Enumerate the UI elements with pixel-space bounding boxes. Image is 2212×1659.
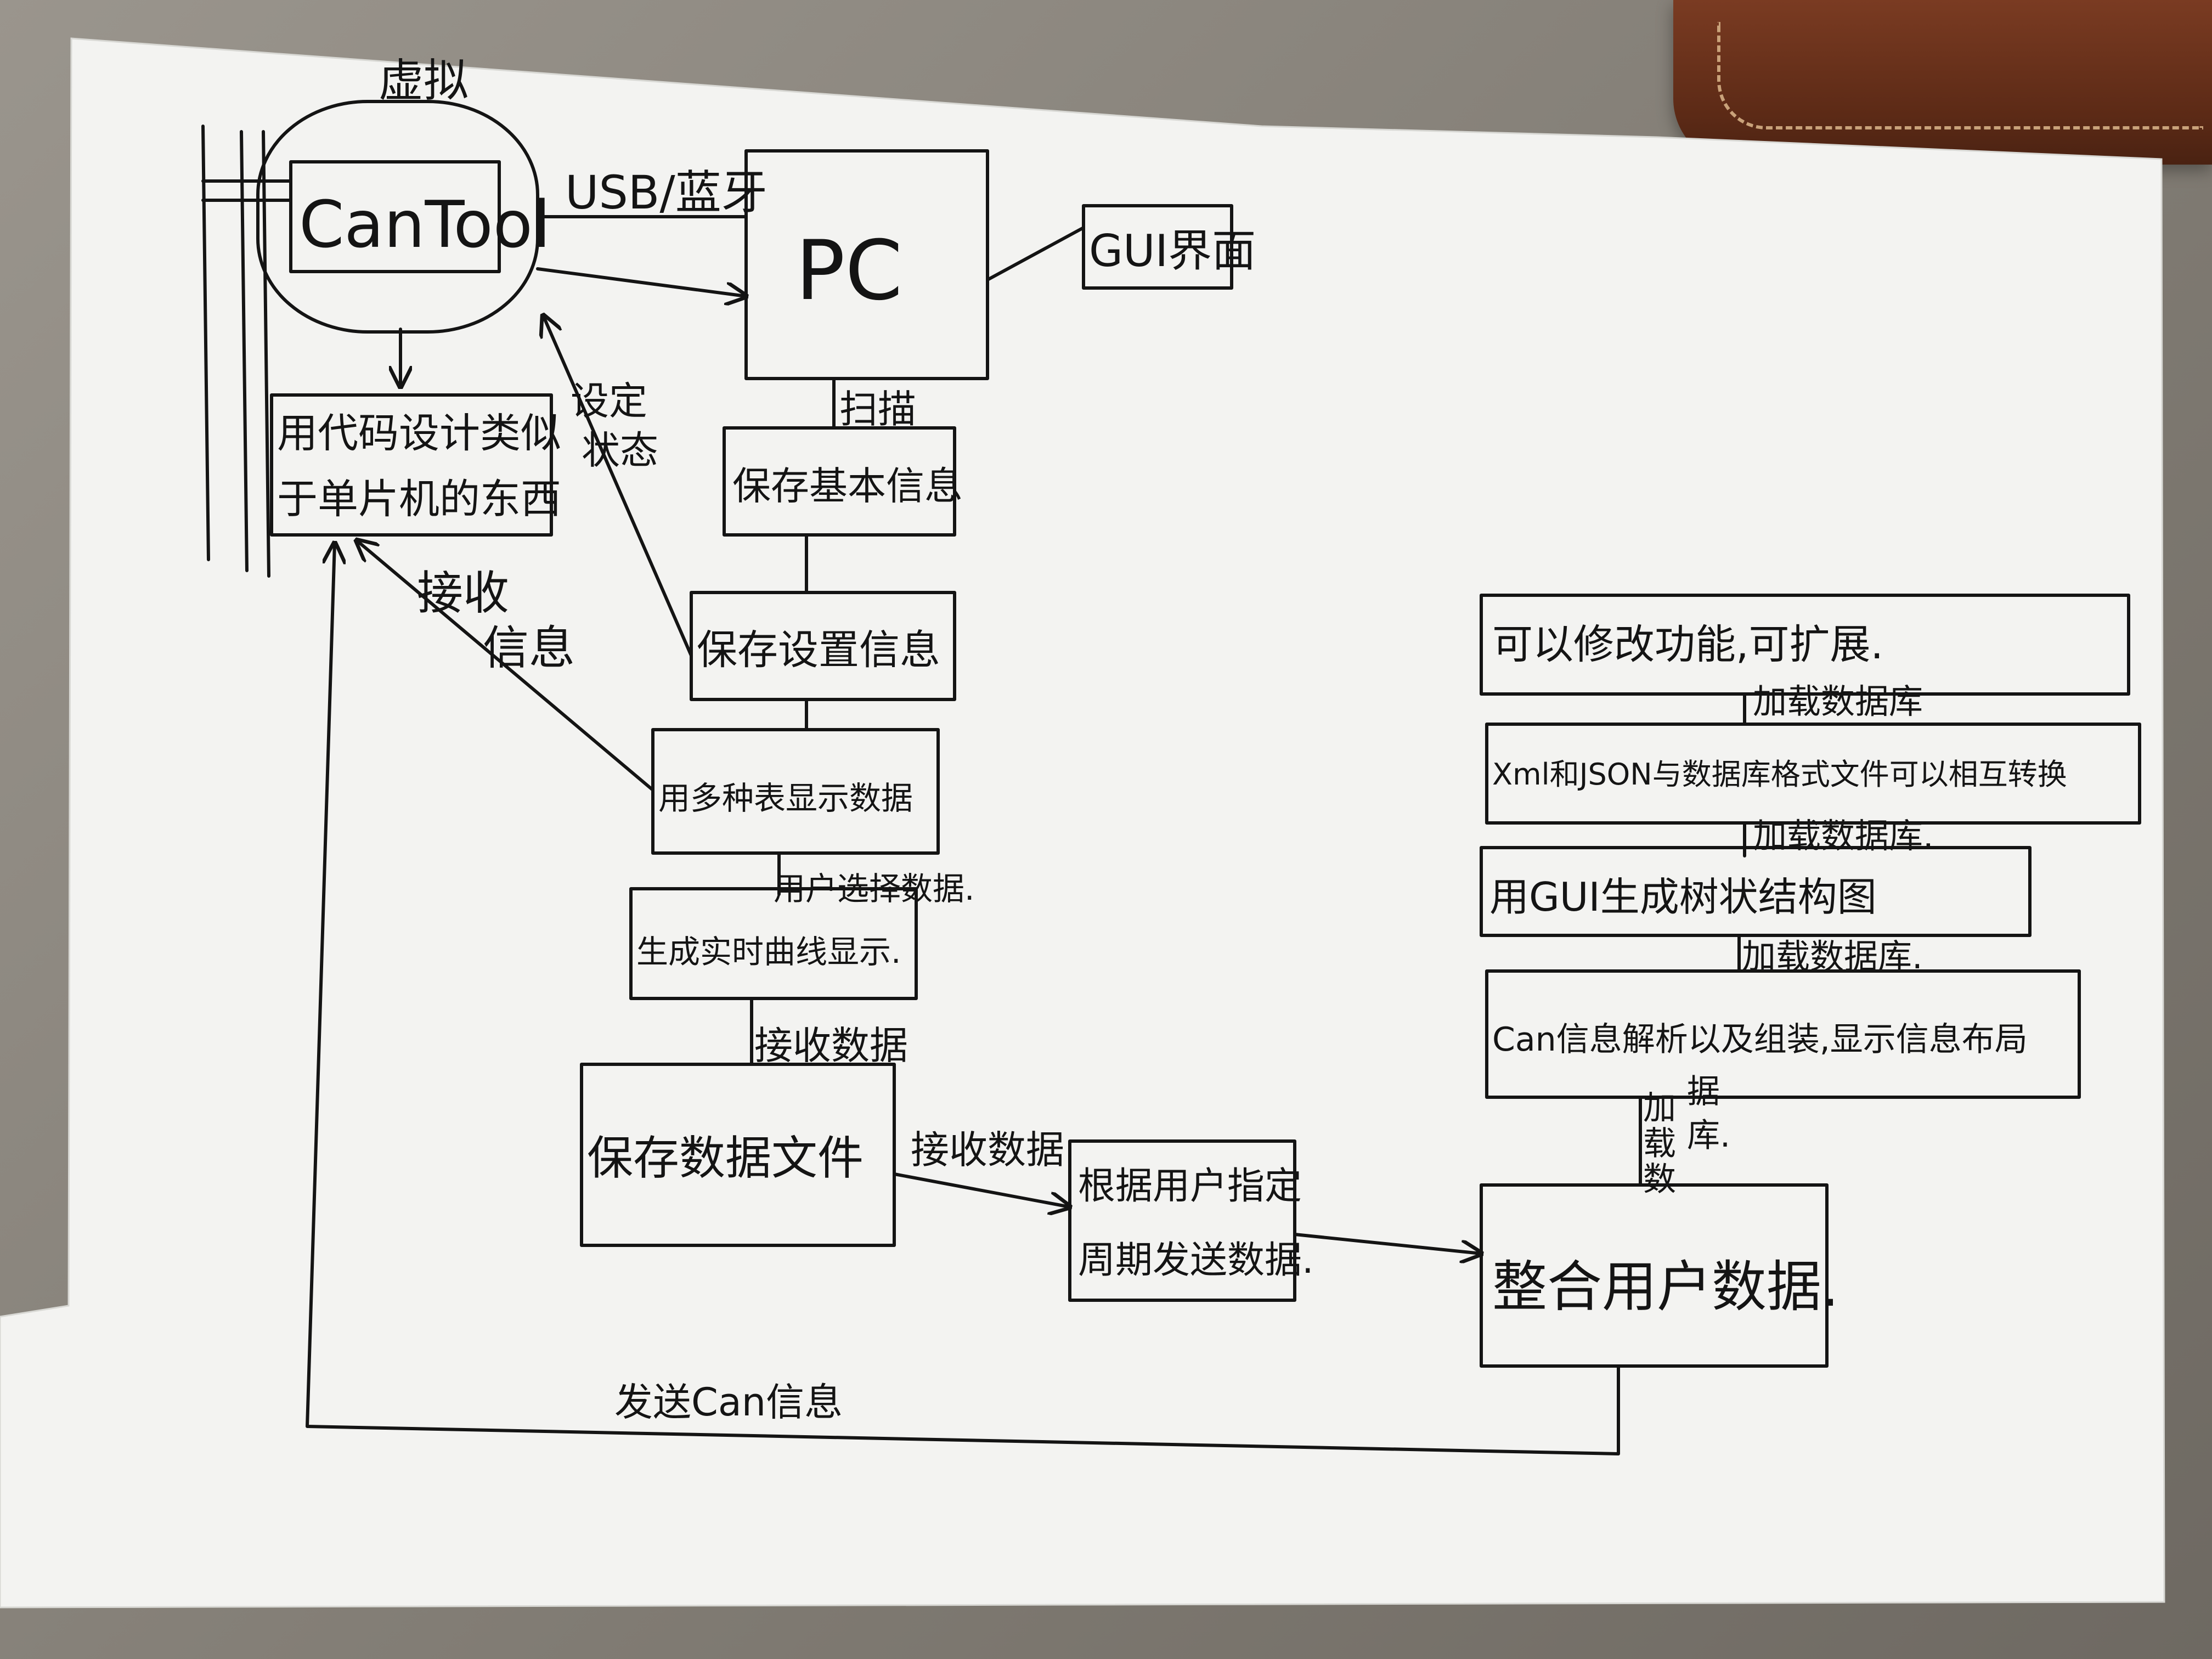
can-parse-box: [1485, 969, 2081, 1099]
left-rail-1: [201, 125, 210, 561]
label-xuni: 虚拟: [379, 55, 469, 107]
design-line1: 用代码设计类似: [277, 410, 561, 457]
left-rail-2: [240, 130, 249, 572]
save-basic-label: 保存基本信息: [732, 464, 963, 509]
tree-label: 用GUI生成树状结构图: [1489, 874, 1877, 920]
gui-label: GUI界面: [1089, 225, 1256, 276]
pc-box: [744, 149, 989, 380]
set-state-line1: 设定: [571, 379, 647, 424]
design-line2: 于单片机的东西: [277, 476, 561, 523]
gui-box: [1082, 204, 1233, 290]
send-can-loop: [306, 543, 1620, 1455]
save-file-box: [580, 1063, 896, 1247]
periodic-integrate-arrow: [1293, 1233, 1481, 1254]
tree-box: [1480, 846, 2032, 937]
load-db-4e: 数: [1643, 1160, 1676, 1199]
can-parse-label: Can信息解析以及组装,显示信息布局: [1492, 1020, 2028, 1059]
recv-info-line1: 接收: [417, 566, 509, 620]
pc-label: PC: [795, 223, 902, 319]
cantool-box: [289, 160, 501, 273]
show-to-design-line: [357, 540, 654, 792]
load-db-label-1: 加载数据库: [1753, 681, 1923, 721]
send-can-label: 发送Can信息: [614, 1380, 843, 1425]
periodic-box: [1068, 1139, 1296, 1302]
save-setting-box: [690, 591, 956, 701]
left-rail-3: [262, 130, 270, 578]
paper-outline: [0, 37, 2165, 1609]
usb-bt-label: USB/蓝牙: [565, 166, 768, 219]
load-db-4d: 库.: [1687, 1116, 1730, 1155]
show-data-label: 用多种表显示数据: [658, 780, 913, 817]
periodic-line1: 根据用户指定: [1078, 1165, 1302, 1208]
realtime-box: [629, 887, 918, 1000]
recv-data-label-1: 接收数据: [754, 1023, 908, 1068]
user-select-label: 用户选择数据.: [774, 870, 974, 907]
file-periodic-arrow: [893, 1172, 1070, 1207]
cantool-label: CanTool: [299, 187, 551, 262]
modify-label: 可以修改功能,可扩展.: [1492, 621, 1883, 668]
load-db-4c: 载: [1643, 1125, 1676, 1163]
scan-label: 扫描: [839, 387, 916, 432]
xml-json-label: Xml和JSON与数据库格式文件可以相互转换: [1492, 757, 2067, 792]
xml-json-box: [1485, 723, 2141, 825]
realtime-label: 生成实时曲线显示.: [636, 933, 901, 970]
save-setting-label: 保存设置信息: [697, 627, 940, 674]
save-basic-box: [723, 426, 956, 537]
load-db-4b: 据: [1687, 1073, 1720, 1111]
setting-to-enclosure-line: [543, 315, 693, 657]
periodic-line2: 周期发送数据.: [1078, 1239, 1314, 1282]
save-file-label: 保存数据文件: [587, 1131, 864, 1185]
load-db-4a: 加: [1643, 1089, 1676, 1127]
pc-gui-link: [986, 226, 1085, 281]
design-box: [270, 393, 553, 537]
wallet-stitching: [1717, 22, 2203, 129]
recv-info-line2: 信息: [483, 621, 575, 675]
set-state-line2: 状态: [582, 428, 658, 473]
load-db-label-3: 加载数据库.: [1742, 936, 1923, 977]
recv-data-label-2: 接收数据: [911, 1127, 1064, 1172]
integrate-label: 整合用户数据.: [1492, 1255, 1839, 1319]
usb-link-lower: [536, 267, 746, 296]
load-db-label-2: 加载数据库.: [1753, 816, 1934, 856]
modify-box: [1480, 594, 2130, 696]
integrate-box: [1480, 1183, 1829, 1368]
